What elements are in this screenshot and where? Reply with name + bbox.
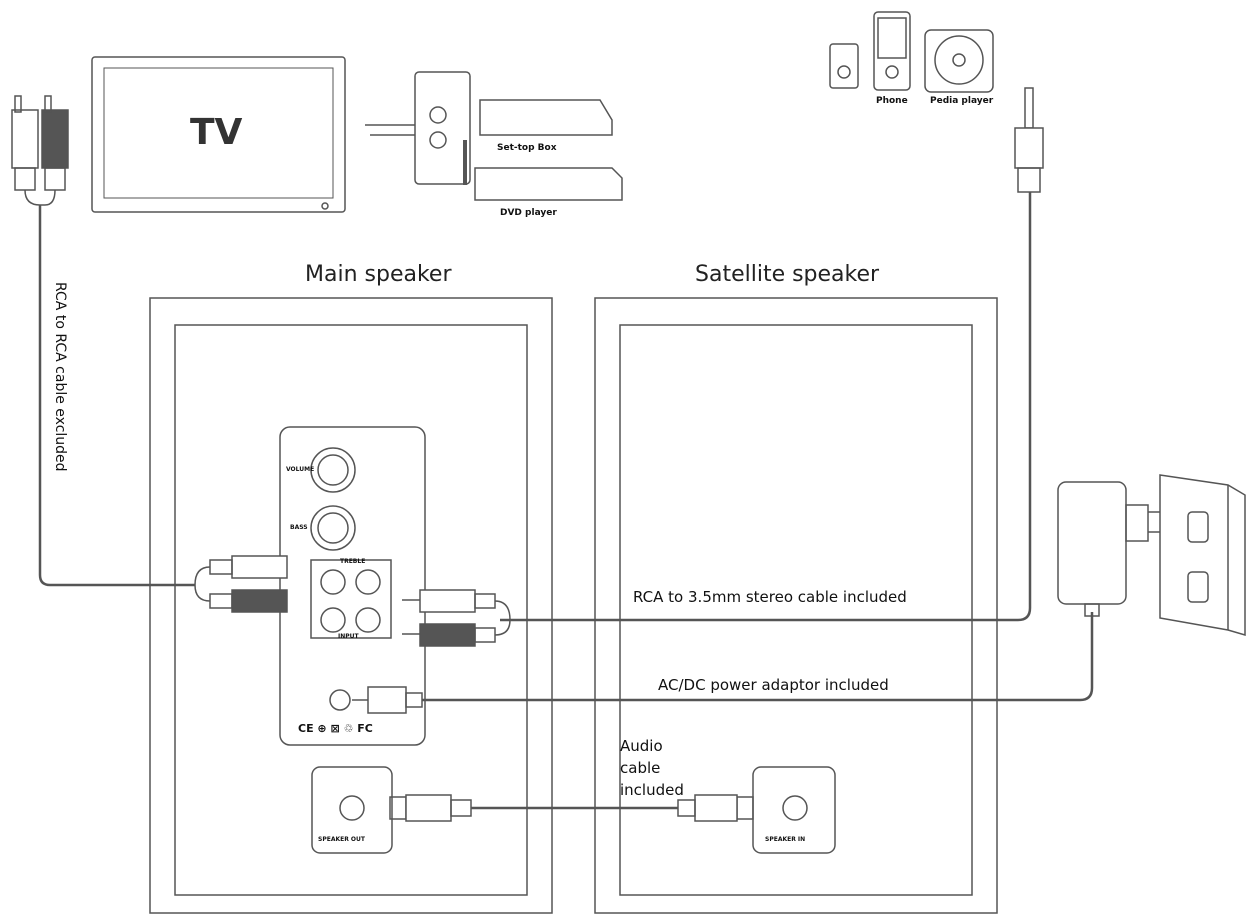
rca-rca-cable-label: RCA to RCA cable excluded bbox=[52, 282, 68, 472]
speaker-out-label: SPEAKER OUT bbox=[318, 836, 365, 843]
dvd-player-label: DVD player bbox=[500, 208, 557, 218]
control-panel bbox=[279, 426, 426, 746]
satellite-speaker-inner bbox=[619, 324, 973, 896]
rca-35-cable bbox=[500, 192, 1032, 622]
speaker-in-label: SPEAKER IN bbox=[765, 836, 806, 843]
jack-35mm bbox=[1014, 87, 1044, 193]
input-label: INPUT bbox=[338, 633, 359, 640]
main-rca-in-plugs bbox=[194, 555, 288, 613]
source-devices bbox=[365, 71, 623, 201]
main-speaker-inner bbox=[174, 324, 528, 896]
speaker-in-jack bbox=[677, 766, 836, 854]
satellite-speaker-title: Satellite speaker bbox=[695, 262, 880, 287]
power-cable bbox=[422, 612, 1094, 702]
bass-knob-label: BASS bbox=[290, 524, 308, 531]
tv-screen bbox=[103, 67, 334, 199]
rca-35-cable-label: RCA to 3.5mm stereo cable included bbox=[633, 588, 907, 606]
volume-knob-label: VOLUME bbox=[286, 466, 315, 473]
dc-plug bbox=[352, 686, 423, 714]
certification-marks: CE ⊕ ⊠ ♲ FC bbox=[298, 722, 373, 735]
satellite-speaker-outer bbox=[594, 297, 998, 914]
treble-label: TREBLE bbox=[340, 558, 366, 565]
power-adaptor bbox=[1057, 481, 1175, 617]
main-speaker-outer bbox=[149, 297, 553, 914]
portable-devices bbox=[829, 11, 994, 93]
set-top-box-label: Set-top Box bbox=[497, 143, 557, 153]
speaker-out-jack bbox=[311, 766, 472, 854]
tv-outline bbox=[91, 56, 346, 213]
media-player-label: Pedia player bbox=[930, 96, 994, 106]
tv-label: TV bbox=[190, 112, 243, 153]
rca-rca-cable bbox=[38, 205, 195, 587]
tv-rca-plugs bbox=[11, 95, 69, 206]
phone-label: Phone bbox=[876, 96, 908, 106]
tv-power-led bbox=[321, 202, 329, 210]
main-speaker-title: Main speaker bbox=[305, 262, 452, 287]
power-cable-label: AC/DC power adaptor included bbox=[658, 676, 889, 694]
audio-cable-label: Audio cable included bbox=[620, 737, 684, 799]
wall-outlet bbox=[1159, 474, 1246, 637]
main-rca-out-plugs bbox=[402, 589, 511, 647]
